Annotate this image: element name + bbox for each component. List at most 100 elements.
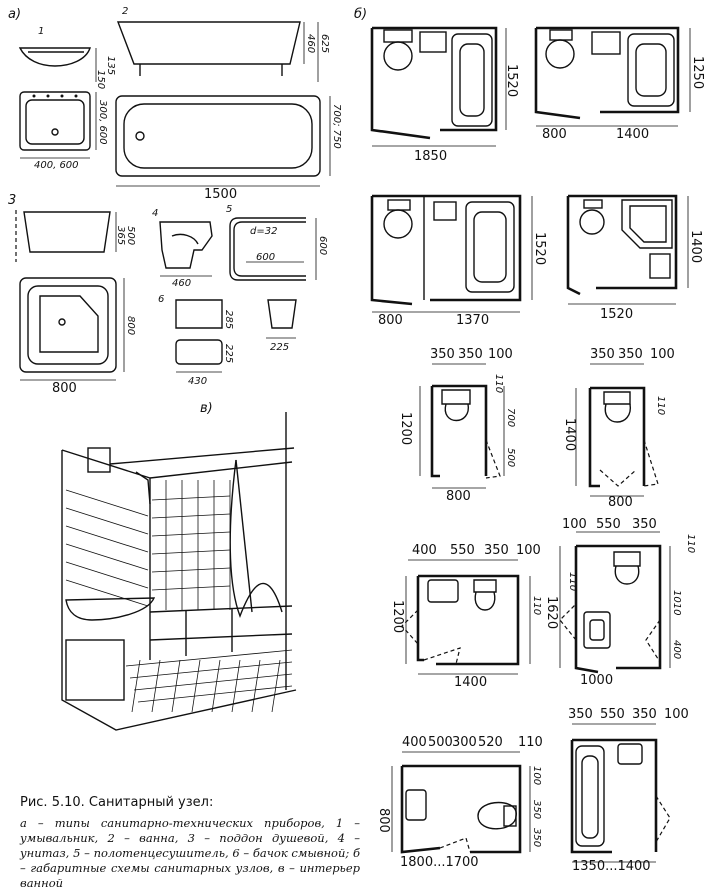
dim-basin-h2: 135 — [105, 56, 116, 75]
caption-title: Рис. 5.10. Санитарный узел: — [20, 795, 214, 810]
dim-plan7-width: 1400 — [454, 675, 487, 690]
dim-plan8-r1: 1010 — [671, 590, 682, 615]
item-4-label: 4 — [152, 208, 158, 219]
dim-plan7-height: 1200 — [390, 600, 405, 633]
figure-caption: Рис. 5.10. Санитарный узел: а – типы сан… — [20, 795, 360, 891]
dim-plan8-t1: 100 — [562, 517, 587, 532]
dim-plan9-t2: 500 — [428, 735, 453, 750]
dim-plan5-width: 800 — [446, 489, 471, 504]
floor-tiles — [125, 649, 293, 713]
dim-rail-width: 600 — [256, 252, 275, 263]
dim-tank-side: 225 — [270, 342, 289, 353]
dim-tray-depth: 800 — [125, 316, 136, 335]
dim-plan8-l1: 110 — [567, 572, 578, 591]
section-b-label: б) — [354, 7, 367, 22]
plan-2 — [534, 26, 691, 127]
dim-tank-width: 430 — [188, 376, 207, 387]
bathtub-drawing: 2 — [115, 6, 331, 187]
dim-tank-h1: 285 — [223, 310, 234, 329]
dim-plan8-t2: 550 — [596, 517, 621, 532]
dim-plan3-height: 1520 — [532, 232, 547, 265]
dim-tray-h1: 365 — [115, 226, 126, 245]
plan-1 — [370, 26, 507, 147]
item-3-label: 3 — [8, 193, 16, 208]
toilet-drawing: 4 — [152, 208, 213, 277]
dim-basin-d: 300, 600 — [97, 100, 108, 145]
dim-rail-diameter: d=32 — [250, 226, 277, 237]
item-1-label: 1 — [38, 26, 44, 37]
dim-plan5-t2: 350 — [458, 347, 483, 362]
dim-plan6-t2: 350 — [618, 347, 643, 362]
dim-plan5-height: 1200 — [398, 412, 413, 445]
dim-plan7-t1: 400 — [412, 543, 437, 558]
dim-basin-w: 400, 600 — [34, 160, 79, 171]
section-v-label: в) — [200, 401, 213, 416]
cistern-drawing: 6 — [158, 294, 297, 373]
plan-4 — [566, 194, 689, 305]
dim-plan5-r2: 700 — [505, 408, 516, 427]
dim-plan7-t3: 350 — [484, 543, 509, 558]
item-5-label: 5 — [226, 204, 232, 215]
dim-plan3-w2: 1370 — [456, 313, 489, 328]
dim-plan5-r3: 500 — [505, 448, 516, 467]
dim-plan9-r3: 350 — [531, 828, 542, 847]
dim-plan9-height: 800 — [376, 808, 391, 833]
dim-plan7-t4: 100 — [516, 543, 541, 558]
dim-plan6-height: 1400 — [562, 418, 577, 451]
dim-plan6-t1: 350 — [590, 347, 615, 362]
dim-plan10-t4: 100 — [664, 707, 689, 722]
section-a-label: а) — [8, 7, 21, 22]
plan-3 — [370, 194, 533, 313]
dim-plan10-t3: 350 — [632, 707, 657, 722]
dim-plan8-r0: 110 — [685, 534, 696, 553]
dim-basin-h1: 150 — [95, 70, 106, 89]
dim-rail-height: 600 — [317, 236, 328, 255]
plan-5 — [419, 363, 505, 489]
dim-plan9-r1: 100 — [531, 766, 542, 785]
dim-plan5-r1: 110 — [493, 374, 504, 393]
dim-tank-h2: 225 — [223, 344, 234, 363]
dim-plan3-w1: 800 — [378, 313, 403, 328]
dim-plan9-r2: 350 — [531, 800, 542, 819]
dim-plan8-width: 1000 — [580, 673, 613, 688]
dim-plan5-t1: 350 — [430, 347, 455, 362]
dim-plan10-width: 1350...1400 — [572, 859, 651, 874]
dim-plan10-t1: 350 — [568, 707, 593, 722]
dim-wc-width: 460 — [172, 278, 191, 289]
dim-plan1-height: 1520 — [504, 64, 519, 97]
plan-9 — [391, 751, 531, 854]
dim-plan4-height: 1400 — [688, 230, 703, 263]
washbasin-drawing: 1 — [18, 26, 97, 159]
plan-8 — [559, 531, 671, 674]
dim-bath-h1: 460 — [305, 34, 316, 53]
dim-plan7-r1: 110 — [531, 596, 542, 615]
dim-tray-h2: 500 — [125, 226, 136, 245]
dim-plan9-t1: 400 — [402, 735, 427, 750]
dim-plan8-r2: 400 — [671, 640, 682, 659]
dim-plan6-r1: 110 — [655, 396, 666, 415]
dim-plan6-width: 800 — [608, 495, 633, 510]
caption-text: а – типы санитарно-технических приборов,… — [20, 816, 360, 890]
dim-plan10-t2: 550 — [600, 707, 625, 722]
wall-tiles — [65, 480, 231, 610]
dim-plan9-t4: 520 — [478, 735, 503, 750]
dim-plan8-height: 1620 — [544, 596, 559, 629]
dim-bath-length: 1500 — [204, 187, 237, 202]
dim-plan9-t3: 300 — [452, 735, 477, 750]
dim-plan6-t3: 100 — [650, 347, 675, 362]
dim-plan9-t5: 110 — [518, 735, 543, 750]
dim-plan2-height: 1250 — [690, 56, 705, 89]
dim-bath-h2: 625 — [319, 34, 330, 53]
dim-plan1-width: 1850 — [414, 149, 447, 164]
dim-tray-width: 800 — [52, 381, 77, 396]
dim-plan5-t3: 100 — [488, 347, 513, 362]
item-2-label: 2 — [122, 6, 128, 17]
bathroom-interior — [61, 412, 297, 731]
item-6-label: 6 — [158, 294, 164, 305]
dim-plan4-width: 1520 — [600, 307, 633, 322]
towel-dryer-drawing: 5 — [226, 204, 317, 281]
plan-6 — [575, 363, 659, 497]
dim-plan2-w1: 800 — [542, 127, 567, 142]
plan-7 — [401, 559, 531, 675]
